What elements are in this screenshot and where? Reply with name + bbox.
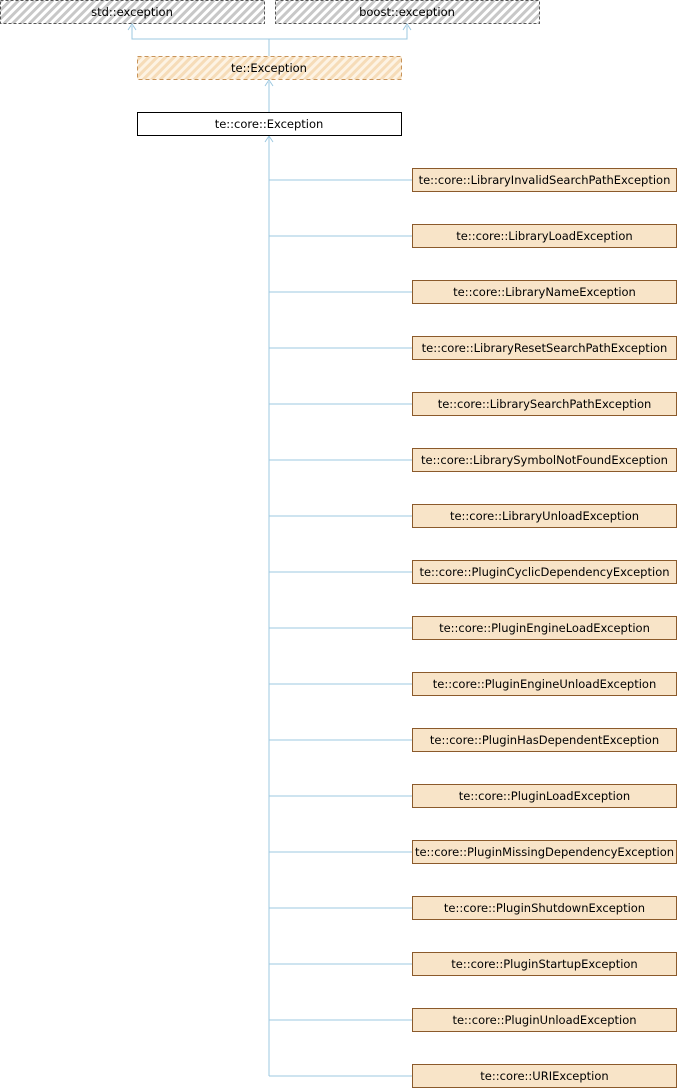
- class-label-std-exception: std::exception: [91, 5, 173, 19]
- derived-class-node[interactable]: te::core::LibraryInvalidSearchPathExcept…: [412, 168, 677, 192]
- class-node-te-core-exception: te::core::Exception: [137, 112, 402, 136]
- derived-class-label: te::core::LibraryInvalidSearchPathExcept…: [419, 173, 671, 187]
- arrow-te-exception: [264, 79, 274, 87]
- inheritance-edges: [127, 23, 413, 1077]
- derived-class-label: te::core::PluginHasDependentException: [430, 733, 659, 747]
- class-node-te-exception[interactable]: te::Exception: [137, 56, 402, 80]
- derived-class-node[interactable]: te::core::LibraryNameException: [412, 280, 677, 304]
- derived-class-node[interactable]: te::core::PluginLoadException: [412, 784, 677, 808]
- derived-classes: te::core::LibraryInvalidSearchPathExcept…: [412, 168, 677, 1088]
- edge-to-std-exception: [131, 26, 270, 56]
- arrow-std-exception: [127, 23, 137, 31]
- derived-class-label: te::core::LibrarySymbolNotFoundException: [421, 453, 668, 467]
- class-node-boost-exception[interactable]: boost::exception: [275, 0, 540, 24]
- derived-class-label: te::core::URIException: [480, 1069, 608, 1083]
- derived-class-node[interactable]: te::core::LibrarySearchPathException: [412, 392, 677, 416]
- derived-class-node[interactable]: te::core::PluginStartupException: [412, 952, 677, 976]
- derived-class-label: te::core::PluginLoadException: [459, 789, 630, 803]
- class-node-std-exception[interactable]: std::exception: [0, 0, 265, 24]
- derived-class-node[interactable]: te::core::PluginUnloadException: [412, 1008, 677, 1032]
- derived-class-label: te::core::PluginCyclicDependencyExceptio…: [419, 565, 669, 579]
- derived-class-label: te::core::PluginEngineUnloadException: [433, 677, 657, 691]
- derived-class-node[interactable]: te::core::LibraryUnloadException: [412, 504, 677, 528]
- class-label-te-exception: te::Exception: [231, 61, 307, 75]
- derived-class-label: te::core::PluginStartupException: [451, 957, 637, 971]
- derived-class-label: te::core::PluginUnloadException: [452, 1013, 636, 1027]
- derived-class-node[interactable]: te::core::URIException: [412, 1064, 677, 1088]
- derived-class-label: te::core::PluginShutdownException: [444, 901, 645, 915]
- external-bases: std::exception boost::exception: [0, 0, 540, 24]
- derived-class-label: te::core::LibraryResetSearchPathExceptio…: [422, 341, 668, 355]
- derived-class-label: te::core::LibraryLoadException: [456, 229, 632, 243]
- derived-class-node[interactable]: te::core::PluginShutdownException: [412, 896, 677, 920]
- edge-to-boost-exception: [269, 26, 408, 40]
- arrow-boost-exception: [402, 23, 412, 31]
- derived-class-label: te::core::LibrarySearchPathException: [438, 397, 652, 411]
- derived-class-node[interactable]: te::core::PluginMissingDependencyExcepti…: [412, 840, 677, 864]
- derived-class-node[interactable]: te::core::PluginEngineUnloadException: [412, 672, 677, 696]
- derived-class-label: te::core::PluginMissingDependencyExcepti…: [415, 845, 674, 859]
- derived-branch-lines: [269, 179, 413, 1077]
- derived-class-node[interactable]: te::core::LibraryResetSearchPathExceptio…: [412, 336, 677, 360]
- derived-class-node[interactable]: te::core::LibraryLoadException: [412, 224, 677, 248]
- derived-class-label: te::core::LibraryUnloadException: [450, 509, 639, 523]
- class-label-te-core-exception: te::core::Exception: [215, 117, 324, 131]
- derived-class-label: te::core::PluginEngineLoadException: [439, 621, 650, 635]
- derived-class-node[interactable]: te::core::PluginEngineLoadException: [412, 616, 677, 640]
- derived-class-node[interactable]: te::core::PluginHasDependentException: [412, 728, 677, 752]
- derived-class-label: te::core::LibraryNameException: [453, 285, 636, 299]
- derived-class-node[interactable]: te::core::PluginCyclicDependencyExceptio…: [412, 560, 677, 584]
- derived-class-node[interactable]: te::core::LibrarySymbolNotFoundException: [412, 448, 677, 472]
- class-label-boost-exception: boost::exception: [359, 5, 455, 19]
